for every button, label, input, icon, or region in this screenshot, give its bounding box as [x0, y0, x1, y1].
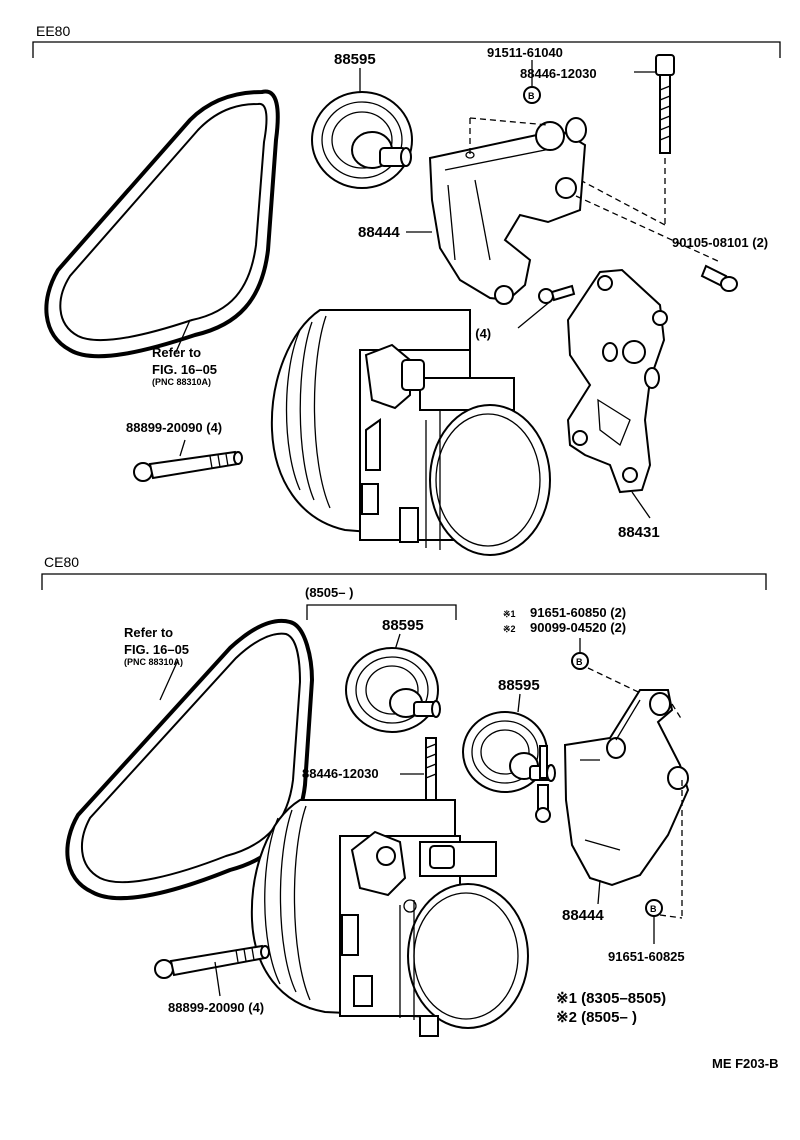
compressor-ce80: [250, 799, 529, 1037]
marker-b-ce80-top: [571, 652, 589, 670]
date-range-bracket-ce80: [306, 604, 457, 620]
section-bracket-ee80: [32, 41, 781, 58]
note-1-part-ce80: 91651-60850 (2): [530, 605, 626, 620]
v-belt-ce80: [65, 619, 315, 901]
section-title-ee80: EE80: [36, 23, 70, 39]
label-bolt-top-ee80: 91511-61040: [487, 45, 563, 60]
refer-text-ee80-2: FIG. 16–05: [152, 362, 217, 377]
marker-b-text-ce80-top: B: [576, 657, 583, 667]
label-pulley-a-ce80: 88595: [382, 617, 424, 634]
leader-bolt-bottom-ee80: [179, 439, 186, 457]
bracket-88444-ee80: [428, 117, 587, 305]
label-stud-bolt-ce80: 88446-12030: [302, 766, 379, 781]
leader-pulley-b-ce80: [517, 693, 521, 713]
bolt-mid-ee80: [538, 284, 576, 304]
label-bolt-bottom-ce80: 88899-20090 (4): [168, 1000, 264, 1015]
leader-refer-ce80: [159, 659, 179, 701]
leader-bracket-ce80: [597, 879, 601, 905]
section-title-ce80: CE80: [44, 554, 79, 570]
refer-text-ee80-1: Refer to: [152, 345, 201, 360]
compressor-ee80: [270, 309, 551, 556]
label-bracket-ce80: 88444: [562, 907, 604, 924]
idler-pulley-a-ce80: [345, 647, 441, 733]
dash-bracket-ce80-3: [659, 914, 683, 919]
bolt-bottom-ee80: [133, 450, 243, 482]
bolt-side-ee80: [700, 264, 738, 292]
label-bracket-ee80: 88444: [358, 224, 400, 241]
label-bolt-bottom-ee80: 88899-20090 (4): [126, 420, 222, 435]
label-pulley-ee80: 88595: [334, 51, 376, 68]
label-date-range-ce80: (8505– ): [305, 585, 353, 600]
v-belt-ee80: [44, 89, 280, 359]
marker-b-text-ee80-top: B: [528, 91, 535, 101]
label-bolt-bottom-right-ce80: 91651-60825: [608, 949, 685, 964]
leader-bolt-mid-ee80: [517, 299, 553, 329]
leader-mount-ee80: [631, 491, 651, 519]
leader-refer-ee80: [175, 319, 191, 353]
dash-bolt-side-ee80: [575, 195, 721, 263]
footer-code: ME F203-B: [712, 1056, 778, 1071]
note-2-part-ce80: 90099-04520 (2): [530, 620, 626, 635]
marker-b-text-ce80-bottom: B: [650, 904, 657, 914]
leader-bolt-bottom-ce80: [214, 961, 221, 997]
dash-bracket-ee80-2: [469, 117, 549, 126]
idler-pulley-b-ce80: [462, 711, 556, 823]
dash-bracket-ce80: [671, 703, 683, 721]
legend-1-ce80: ※1 (8305–8505): [556, 990, 666, 1007]
refer-text-ee80-3: (PNC 88310A): [152, 377, 211, 387]
section-bracket-ce80: [41, 573, 767, 590]
note-1-mark-ce80: ※1: [503, 609, 516, 619]
legend-2-ce80: ※2 (8505– ): [556, 1009, 637, 1026]
stud-bolt-ee80: [655, 54, 675, 154]
refer-text-ce80-2: FIG. 16–05: [124, 642, 189, 657]
bolt-bottom-ce80: [154, 944, 270, 979]
refer-text-ce80-1: Refer to: [124, 625, 173, 640]
section-ce80: CE80 (8505– ) Refer to FIG. 16–05 (PNC 8…: [41, 554, 767, 1037]
refer-text-ce80-3: (PNC 88310A): [124, 657, 183, 667]
dash-stud-ee80-2: [579, 179, 666, 226]
idler-pulley-ee80: [311, 91, 413, 189]
bracket-88444-ce80: [563, 689, 690, 887]
note-2-mark-ce80: ※2: [503, 624, 516, 634]
marker-b-ee80-top: [523, 86, 541, 104]
section-ee80: EE80 Refer to FIG. 16–05 (PNC 88310A) 88…: [32, 23, 781, 556]
label-bolt-side-ee80: 90105-08101 (2): [672, 235, 768, 250]
label-stud-bolt-ee80: 88446-12030: [520, 66, 597, 81]
label-pulley-b-ce80: 88595: [498, 677, 540, 694]
mount-bracket-88431-ee80: [566, 268, 668, 494]
label-mount-ee80: 88431: [618, 524, 660, 541]
